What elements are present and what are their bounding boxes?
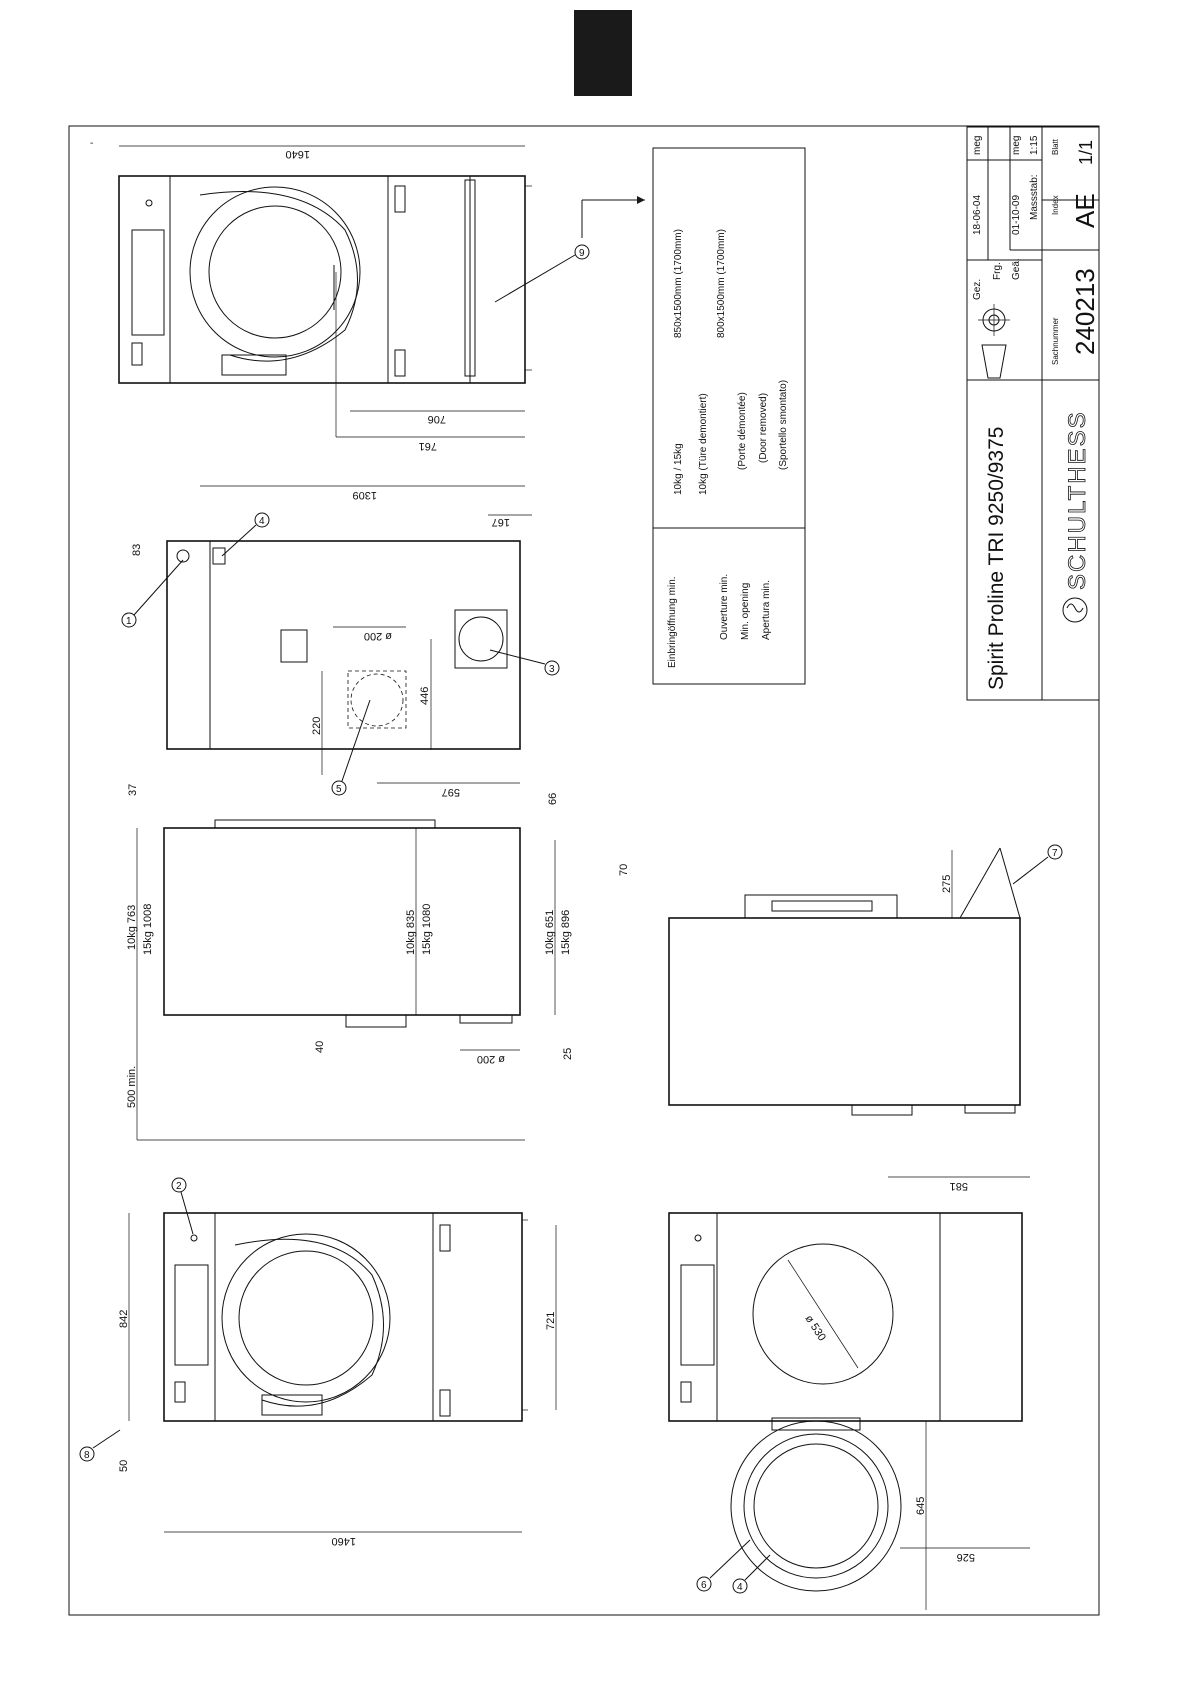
dim-842: 842 bbox=[118, 1310, 130, 1328]
gez-label: Gez. bbox=[972, 279, 983, 300]
row2-note-it: (Sportello smontato) bbox=[778, 380, 789, 470]
view-side bbox=[163, 819, 521, 1028]
title-block: Gez. Frg. Geä. 18-06-04 01-10-09 meg meg… bbox=[966, 126, 1100, 701]
dim-40: 40 bbox=[314, 1041, 326, 1053]
corner-tick: - bbox=[90, 138, 93, 149]
callout-6: 6 bbox=[701, 1580, 707, 1591]
dim-83: 83 bbox=[131, 544, 143, 556]
dim-721: 721 bbox=[545, 1312, 557, 1330]
callout-1: 1 bbox=[126, 616, 132, 627]
dim-645: 645 bbox=[915, 1497, 927, 1515]
header-black-block bbox=[574, 10, 632, 96]
dim-1080: 15kg 1080 bbox=[421, 904, 433, 955]
callout-5: 5 bbox=[336, 784, 342, 795]
opening-label-fr: Ouverture min. bbox=[719, 574, 730, 640]
dim-651: 10kg 651 bbox=[544, 910, 556, 955]
sachnummer-label: Sachnummer bbox=[1051, 317, 1060, 365]
dim-763: 10kg 763 bbox=[126, 905, 138, 950]
product-title: Spirit Proline TRI 9250/9375 bbox=[985, 427, 1008, 690]
dim-200-rear: ø 200 bbox=[364, 630, 392, 642]
gez-by: meg bbox=[972, 136, 983, 155]
opening-label-en: Min. opening bbox=[740, 583, 751, 640]
blatt-value: 1/1 bbox=[1076, 140, 1096, 165]
scale-value: 1:15 bbox=[1029, 135, 1040, 155]
dim-50: 50 bbox=[118, 1460, 130, 1472]
dim-500-min: 500 min. bbox=[126, 1066, 138, 1108]
dim-1460: 1460 bbox=[332, 1535, 356, 1547]
index-label: Index bbox=[1051, 195, 1060, 215]
dim-1309: 1309 bbox=[353, 489, 377, 501]
dim-526: 526 bbox=[957, 1551, 975, 1563]
index-value: AE bbox=[1070, 193, 1100, 228]
opening-label-de: Einbringöffnung min. bbox=[667, 576, 678, 668]
opening-table: Einbringöffnung min. Ouverture min. Min.… bbox=[652, 147, 806, 685]
view-top-front bbox=[118, 175, 532, 384]
dim-200-side: ø 200 bbox=[477, 1053, 505, 1065]
dim-581: 581 bbox=[950, 1180, 968, 1192]
dim-597: 597 bbox=[442, 786, 460, 798]
callout-2: 2 bbox=[176, 1181, 182, 1192]
view-front-left bbox=[163, 1212, 528, 1422]
dim-1008: 15kg 1008 bbox=[142, 904, 154, 955]
dim-446: 446 bbox=[419, 687, 431, 705]
gea-by: meg bbox=[1011, 136, 1022, 155]
brand-logo-icon bbox=[1062, 597, 1088, 623]
dim-1640: 1640 bbox=[286, 148, 310, 160]
dim-761: 761 bbox=[419, 440, 437, 452]
callout-3: 3 bbox=[549, 664, 555, 675]
gea-date: 01-10-09 bbox=[1011, 195, 1022, 235]
callout-7: 7 bbox=[1052, 848, 1058, 859]
callout-9: 9 bbox=[579, 248, 585, 259]
view-rear bbox=[166, 540, 521, 750]
dim-25: 25 bbox=[562, 1048, 574, 1060]
dim-66: 66 bbox=[547, 793, 559, 805]
callout-4b: 4 bbox=[737, 1582, 743, 1593]
sachnummer-value: 240213 bbox=[1070, 268, 1100, 355]
dim-167: 167 bbox=[492, 516, 510, 528]
row2-note-fr: (Porte démontée) bbox=[737, 392, 748, 470]
opening-label-it: Apertura min. bbox=[761, 580, 772, 640]
dim-220: 220 bbox=[311, 717, 323, 735]
massstab-label: Massstab: bbox=[1029, 174, 1040, 220]
view-front-right-open bbox=[668, 1212, 1023, 1592]
dim-835: 10kg 835 bbox=[405, 910, 417, 955]
frg-label: Frg. bbox=[992, 262, 1003, 280]
drawing-frame bbox=[68, 125, 1100, 1616]
row2-key: 10kg (Türe demontiert) bbox=[698, 393, 709, 495]
blatt-label: Blatt bbox=[1051, 138, 1060, 155]
dim-896: 15kg 896 bbox=[560, 910, 572, 955]
dim-706: 706 bbox=[428, 413, 446, 425]
dim-530-diameter: ø 530 bbox=[802, 1313, 827, 1343]
brand-logo-text: SCHULTHESS bbox=[1064, 410, 1091, 590]
row2-value: 800x1500mm (1700mm) bbox=[716, 229, 727, 338]
callout-4a: 4 bbox=[259, 516, 265, 527]
gez-date: 18-06-04 bbox=[972, 195, 983, 235]
gea-label: Geä. bbox=[1011, 258, 1022, 280]
row2-note-en: (Door removed) bbox=[758, 393, 769, 463]
dim-275: 275 bbox=[941, 875, 953, 893]
row1-value: 850x1500mm (1700mm) bbox=[673, 229, 684, 338]
view-side-door bbox=[668, 847, 1021, 1116]
dim-37: 37 bbox=[127, 784, 139, 796]
row1-key: 10kg / 15kg bbox=[673, 443, 684, 495]
callout-8: 8 bbox=[84, 1450, 90, 1461]
dim-70: 70 bbox=[618, 864, 630, 876]
